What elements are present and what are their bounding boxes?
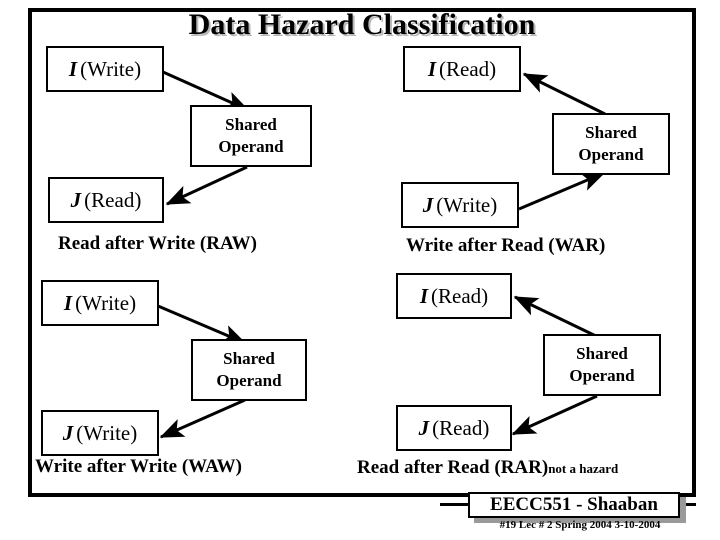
rar-caption-note: not a hazard — [548, 461, 619, 476]
rar-top-box-op: (Read) — [431, 283, 489, 308]
raw-top-box: I(Write) — [46, 46, 164, 92]
waw-top-box-op: (Write) — [75, 290, 137, 315]
badge-rule-left — [440, 503, 470, 506]
waw-bottom-box-instr: J — [62, 420, 74, 445]
course-badge: EECC551 - Shaaban — [468, 492, 680, 518]
war-caption-text: Write after Read (WAR) — [406, 235, 606, 256]
rar-caption: Read after Read (RAR)not a hazard — [357, 457, 618, 480]
rar-operand-line1: Shared — [576, 344, 628, 363]
war-top-box: I(Read) — [403, 46, 521, 92]
waw-top-box: I(Write) — [41, 280, 159, 326]
footer-meta: #19 Lec # 2 Spring 2004 3-10-2004 — [499, 519, 661, 531]
war-top-box-op: (Read) — [439, 56, 497, 81]
slide-border-frame — [28, 8, 696, 497]
rar-top-box-instr: I — [419, 283, 429, 308]
waw-caption: Write after Write (WAW) — [35, 456, 242, 478]
waw-bottom-box: J(Write) — [41, 410, 159, 456]
rar-bottom-box-instr: J — [418, 415, 430, 440]
war-bottom-box-label: J(Write) — [422, 192, 498, 217]
waw-bottom-box-op: (Write) — [76, 420, 138, 445]
war-operand-box: Shared Operand — [552, 113, 670, 175]
page-title: Data Hazard Classification — [188, 8, 536, 41]
raw-bottom-box-op: (Read) — [84, 187, 142, 212]
raw-caption: Read after Write (RAW) — [58, 233, 257, 255]
raw-bottom-box: J(Read) — [48, 177, 164, 223]
war-bottom-box-instr: J — [422, 192, 434, 217]
rar-top-box: I(Read) — [396, 273, 512, 319]
war-bottom-box-op: (Write) — [436, 192, 498, 217]
waw-operand-box: Shared Operand — [191, 339, 307, 401]
raw-operand-box: Shared Operand — [190, 105, 312, 167]
raw-top-box-label: I(Write) — [68, 56, 142, 81]
rar-caption-text: Read after Read (RAR) — [357, 457, 549, 478]
rar-operand-line2: Operand — [569, 366, 635, 385]
rar-bottom-box-label: J(Read) — [418, 415, 490, 440]
raw-top-box-instr: I — [68, 56, 78, 81]
rar-bottom-box: J(Read) — [396, 405, 512, 451]
rar-bottom-box-op: (Read) — [432, 415, 490, 440]
rar-operand-box: Shared Operand — [543, 334, 661, 396]
waw-top-box-label: I(Write) — [63, 290, 137, 315]
war-top-box-label: I(Read) — [427, 56, 497, 81]
badge-rule-right — [678, 503, 696, 506]
waw-operand-line1: Shared — [223, 349, 275, 368]
war-operand-line2: Operand — [578, 145, 644, 164]
raw-bottom-box-label: J(Read) — [70, 187, 142, 212]
waw-bottom-box-label: J(Write) — [62, 420, 138, 445]
waw-caption-text: Write after Write (WAW) — [35, 456, 243, 477]
raw-top-box-op: (Write) — [80, 56, 142, 81]
war-top-box-instr: I — [427, 56, 437, 81]
waw-top-box-instr: I — [63, 290, 73, 315]
raw-bottom-box-instr: J — [70, 187, 82, 212]
raw-operand-line2: Operand — [218, 137, 284, 156]
rar-top-box-label: I(Read) — [419, 283, 489, 308]
war-bottom-box: J(Write) — [401, 182, 519, 228]
waw-operand-line2: Operand — [216, 371, 282, 390]
war-caption: Write after Read (WAR) — [406, 235, 605, 257]
raw-operand-line1: Shared — [225, 115, 277, 134]
war-operand-line1: Shared — [585, 123, 637, 142]
raw-caption-text: Read after Write (RAW) — [58, 233, 257, 254]
